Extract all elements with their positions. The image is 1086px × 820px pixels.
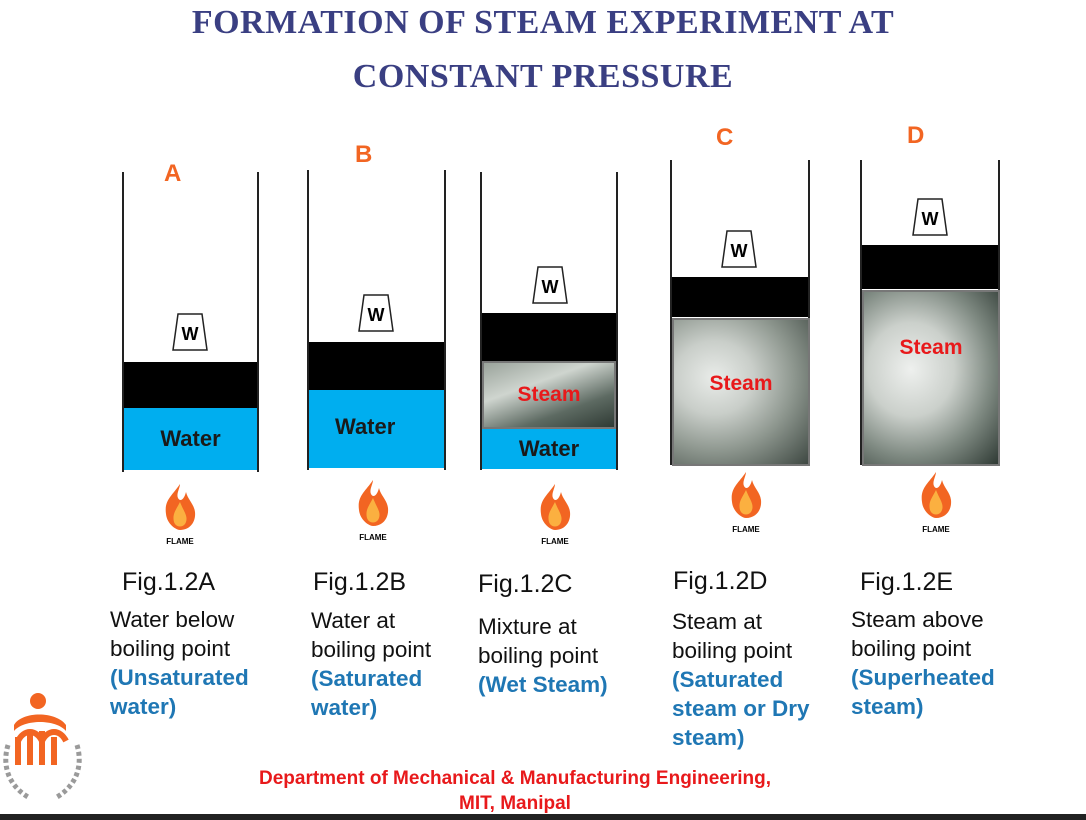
description-line: Water below: [110, 607, 235, 632]
description-line: boiling point: [110, 636, 231, 661]
cylinder-wall: [444, 170, 446, 470]
cylinder-wall: [257, 172, 259, 472]
bottom-border: [0, 814, 1086, 820]
weight-label: W: [730, 241, 748, 261]
weight-icon: [532, 266, 568, 304]
state-name: (Wet Steam): [478, 672, 608, 697]
figure-description-c: Mixture at boiling point (Wet Steam): [478, 612, 608, 699]
page-title-line-2: CONSTANT PRESSURE: [352, 58, 734, 95]
state-name: steam or Dry: [672, 696, 810, 721]
weight-label: W: [541, 277, 559, 297]
description-line: Mixture at: [478, 614, 577, 639]
description-line: boiling point: [311, 637, 432, 662]
description-line: Steam at: [672, 609, 763, 634]
weight-label: W: [367, 305, 385, 325]
figure-description-a: Water below boiling point (Unsaturated w…: [110, 605, 249, 721]
figure-label-d: Fig.1.2D: [673, 567, 768, 595]
piston: [482, 313, 616, 361]
flame-label: FLAME: [541, 537, 569, 546]
cylinder-wall: [670, 160, 672, 465]
weight-icon: [172, 313, 208, 351]
water-label: Water: [518, 436, 580, 461]
weight-label: W: [921, 209, 939, 229]
piston: [862, 245, 998, 289]
cylinder-wall: [860, 160, 862, 465]
page-title-line-1: FORMATION OF STEAM EXPERIMENT AT: [191, 4, 895, 41]
water-region: Water: [309, 390, 444, 468]
state-name: (Unsaturated: [110, 665, 249, 690]
cylinder-wall: [480, 172, 482, 470]
figure-description-b: Water at boiling point (Saturated water): [311, 606, 431, 722]
weight-icon: [358, 294, 394, 332]
steam-label: Steam: [899, 336, 963, 359]
flame-label: FLAME: [166, 537, 194, 546]
steam-label: Steam: [517, 383, 581, 406]
steam-region: Steam: [672, 318, 810, 466]
steam-label: Steam: [709, 372, 773, 395]
cylinder-wall: [307, 170, 309, 470]
figure-label-e: Fig.1.2E: [860, 568, 954, 596]
flame-icon: FLAME: [525, 482, 585, 546]
flame-icon: FLAME: [343, 478, 403, 542]
piston: [124, 362, 257, 408]
state-name: water): [110, 694, 177, 719]
weight-icon: [721, 230, 757, 268]
state-name: (Superheated: [851, 665, 995, 690]
weight-icon: [912, 198, 948, 236]
water-label: Water: [335, 414, 396, 439]
description-line: Water at: [311, 608, 396, 633]
weight-label: W: [181, 324, 199, 344]
stage-letter-a: A: [164, 160, 182, 187]
stage-letter-c: C: [716, 124, 734, 151]
description-line: Steam above: [851, 607, 984, 632]
figure-label-b: Fig.1.2B: [313, 568, 407, 596]
state-name: steam): [672, 725, 745, 750]
piston: [672, 277, 808, 317]
state-name: (Saturated: [672, 667, 784, 692]
institution-logo: [0, 685, 85, 810]
water-label: Water: [160, 426, 221, 451]
water-region: Water: [482, 429, 616, 469]
description-line: boiling point: [672, 638, 793, 663]
state-name: (Saturated: [311, 666, 423, 691]
description-line: boiling point: [478, 643, 599, 668]
flame-icon: FLAME: [716, 470, 776, 534]
cylinder-wall: [122, 172, 124, 472]
steam-region: Steam: [862, 290, 1000, 466]
figure-label-a: Fig.1.2A: [122, 568, 216, 596]
figure-description-d: Steam at boiling point (Saturated steam …: [672, 607, 810, 752]
cylinder-wall: [808, 160, 810, 465]
stage-letter-d: D: [907, 122, 925, 149]
cylinder-wall: [616, 172, 618, 470]
water-region: Water: [124, 408, 257, 470]
state-name: water): [311, 695, 378, 720]
stage-letter-b: B: [355, 141, 373, 168]
figure-label-c: Fig.1.2C: [478, 570, 573, 598]
flame-icon: FLAME: [150, 482, 210, 546]
flame-icon: FLAME: [906, 470, 966, 534]
footer-department: Department of Mechanical & Manufacturing…: [258, 768, 771, 789]
figure-description-e: Steam above boiling point (Superheated s…: [851, 605, 995, 721]
flame-label: FLAME: [732, 525, 760, 534]
footer-institute: MIT, Manipal: [459, 793, 571, 814]
flame-label: FLAME: [922, 525, 950, 534]
flame-label: FLAME: [359, 533, 387, 542]
piston: [309, 342, 444, 390]
state-name: steam): [851, 694, 924, 719]
steam-region: Steam: [482, 361, 616, 429]
description-line: boiling point: [851, 636, 972, 661]
